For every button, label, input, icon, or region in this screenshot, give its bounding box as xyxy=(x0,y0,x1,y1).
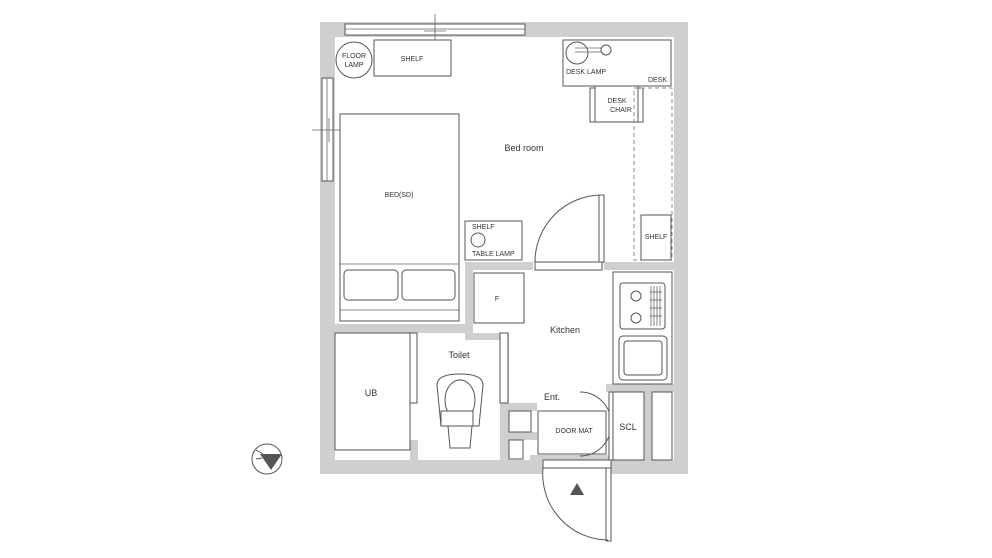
floor-lamp: FLOOR LAMP xyxy=(335,41,373,79)
shelf-top: SHELF xyxy=(373,39,452,77)
desk-chair-label-2: CHAIR xyxy=(610,107,632,114)
shelf-small-label: SHELF xyxy=(472,224,495,231)
bed-label: BED(SD) xyxy=(385,192,414,199)
shelf-right: SHELF xyxy=(640,214,672,261)
bed: BED(SD) xyxy=(339,113,460,322)
door-mat: DOOR MAT xyxy=(537,410,607,455)
toilet-label: Toilet xyxy=(448,350,470,360)
desk: DESK LAMP DESK xyxy=(562,39,672,87)
door-mat-label: DOOR MAT xyxy=(555,428,593,435)
entry-arrow-icon xyxy=(570,483,584,495)
scl-label: SCL xyxy=(619,422,637,432)
entrance-niche-bottom xyxy=(508,439,524,460)
kitchen-label: Kitchen xyxy=(550,325,580,335)
desk-chair-label-1: DESK xyxy=(607,98,626,105)
toilet-fixture xyxy=(436,373,484,449)
compass-icon xyxy=(251,443,283,475)
entrance-label: Ent. xyxy=(544,392,560,402)
right-closet xyxy=(651,391,673,461)
shelf-table-lamp: SHELF TABLE LAMP xyxy=(464,220,523,261)
desk-lamp-label: DESK LAMP xyxy=(566,69,606,76)
kitchen-counter xyxy=(612,271,673,385)
scl-closet xyxy=(612,391,645,461)
ub-room xyxy=(334,332,411,451)
toilet-room-door-left xyxy=(409,332,418,404)
table-lamp-label: TABLE LAMP xyxy=(472,251,515,258)
desk-chair: DESK CHAIR xyxy=(589,85,644,123)
shelf-top-label: SHELF xyxy=(401,56,424,63)
top-window xyxy=(344,14,526,46)
shelf-right-label: SHELF xyxy=(645,234,668,241)
toilet-room-door-right xyxy=(499,332,509,404)
fridge-label: F xyxy=(495,296,499,303)
desk-label: DESK xyxy=(648,77,667,84)
bedroom-door xyxy=(534,194,605,271)
fridge: F xyxy=(473,272,525,324)
bedroom-label: Bed room xyxy=(504,143,543,153)
entrance-door xyxy=(542,459,612,542)
left-window xyxy=(312,77,344,182)
entrance-niche-top xyxy=(508,410,532,433)
floor-lamp-label-1: FLOOR xyxy=(342,53,366,60)
floor-lamp-label-2: LAMP xyxy=(344,62,363,69)
ub-label: UB xyxy=(365,388,378,398)
closet-outline xyxy=(633,87,673,261)
